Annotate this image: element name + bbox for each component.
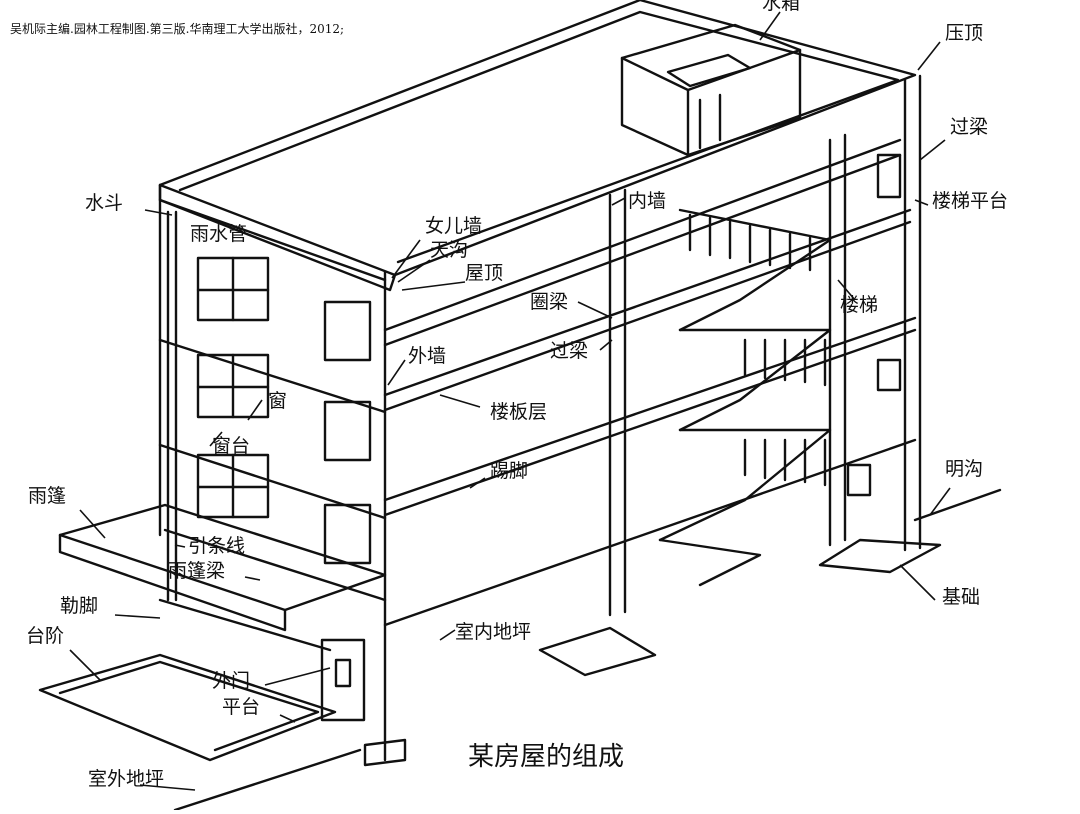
label-downpipe: 雨水管 bbox=[190, 223, 248, 245]
label-inner-wall: 内墙 bbox=[628, 190, 667, 212]
label-coping: 压顶 bbox=[945, 22, 984, 44]
label-lintel-mid: 过梁 bbox=[550, 340, 589, 362]
label-window: 窗 bbox=[268, 390, 288, 412]
label-rain-hopper: 水斗 bbox=[85, 192, 124, 214]
inner-wall bbox=[608, 188, 627, 617]
label-foundation: 基础 bbox=[942, 586, 981, 608]
label-ring-beam: 圈梁 bbox=[530, 291, 569, 313]
label-string-course: 引条线 bbox=[188, 535, 246, 557]
label-floor-slab: 楼板层 bbox=[490, 401, 548, 423]
steps bbox=[38, 653, 337, 762]
label-water-tank: 水箱 bbox=[762, 0, 801, 14]
canopy bbox=[58, 503, 387, 612]
label-canopy-beam: 雨篷梁 bbox=[168, 560, 226, 582]
label-steps: 台阶 bbox=[26, 625, 65, 647]
label-open-drain: 明沟 bbox=[945, 458, 984, 480]
label-outdoor-ground: 室外地坪 bbox=[88, 768, 165, 790]
downpipe bbox=[166, 210, 178, 602]
water-tank bbox=[620, 23, 802, 157]
outer-door bbox=[320, 638, 366, 722]
foundation bbox=[818, 538, 942, 574]
label-outer-door: 外门 bbox=[212, 670, 251, 692]
citation-text: 吴机际主编.园林工程制图.第三版.华南理工大学出版社，2012; bbox=[10, 22, 345, 36]
label-gutter: 天沟 bbox=[430, 239, 469, 261]
diagram-caption: 某房屋的组成 bbox=[468, 742, 625, 772]
windows-left bbox=[196, 256, 372, 565]
floor-line-2 bbox=[383, 208, 912, 412]
floor-line-3 bbox=[383, 138, 902, 347]
roof-outline bbox=[158, 0, 917, 277]
label-outer-wall: 外墙 bbox=[408, 345, 447, 367]
label-window-sill: 窗台 bbox=[212, 435, 251, 457]
floor-line-1 bbox=[383, 316, 917, 517]
label-plinth: 勒脚 bbox=[60, 595, 99, 617]
label-skirting: 踢脚 bbox=[490, 460, 529, 482]
roof-parapet-inner bbox=[178, 10, 900, 264]
label-stairs: 楼梯 bbox=[840, 294, 879, 316]
label-indoor-floor: 室内地坪 bbox=[455, 621, 532, 643]
label-platform: 平台 bbox=[222, 696, 261, 718]
label-parapet: 女儿墙 bbox=[425, 215, 483, 237]
label-roof: 屋顶 bbox=[465, 262, 504, 284]
stairs bbox=[658, 208, 832, 587]
label-canopy: 雨篷 bbox=[28, 485, 67, 507]
ground-line bbox=[173, 488, 1002, 812]
label-lintel-top: 过梁 bbox=[950, 116, 989, 138]
label-stair-landing: 楼梯平台 bbox=[932, 190, 1009, 212]
